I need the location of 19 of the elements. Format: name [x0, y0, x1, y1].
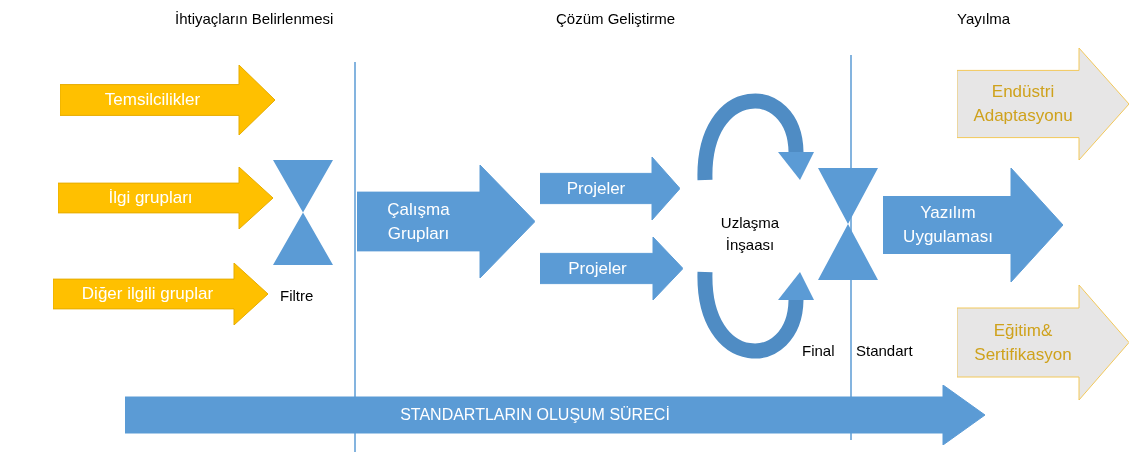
phase-heading: Çözüm Geliştirme: [556, 10, 676, 27]
step-banner: Çalışma Grupları: [357, 165, 535, 278]
phase-heading: Yayılma: [957, 10, 1011, 27]
filter-hourglass: [818, 168, 878, 280]
step-banner: STANDARTLARIN OLUŞUM SÜRECİ: [125, 385, 985, 445]
step-banner: Diğer ilgili gruplar: [53, 263, 268, 325]
center-caption: Uzlaşma İnşaası: [719, 213, 781, 255]
filter-caption: Filtre: [280, 287, 314, 304]
step-banner: Endüstri Adaptasyonu: [957, 48, 1129, 160]
step-banner: Eğitim& Sertifikasyon: [957, 285, 1129, 400]
step-banner: Projeler: [540, 157, 680, 220]
step-banner: İlgi grupları: [58, 167, 273, 229]
filter-hourglass: [273, 160, 333, 265]
caption-text: Standart: [856, 342, 913, 359]
step-banner: Yazılım Uygulaması: [883, 168, 1063, 282]
step-banner: Temsilcilikler: [60, 65, 275, 135]
phase-heading: İhtiyaçların Belirlenmesi: [175, 10, 334, 27]
step-banner: Projeler: [540, 237, 683, 300]
caption-text: Final: [802, 342, 835, 359]
